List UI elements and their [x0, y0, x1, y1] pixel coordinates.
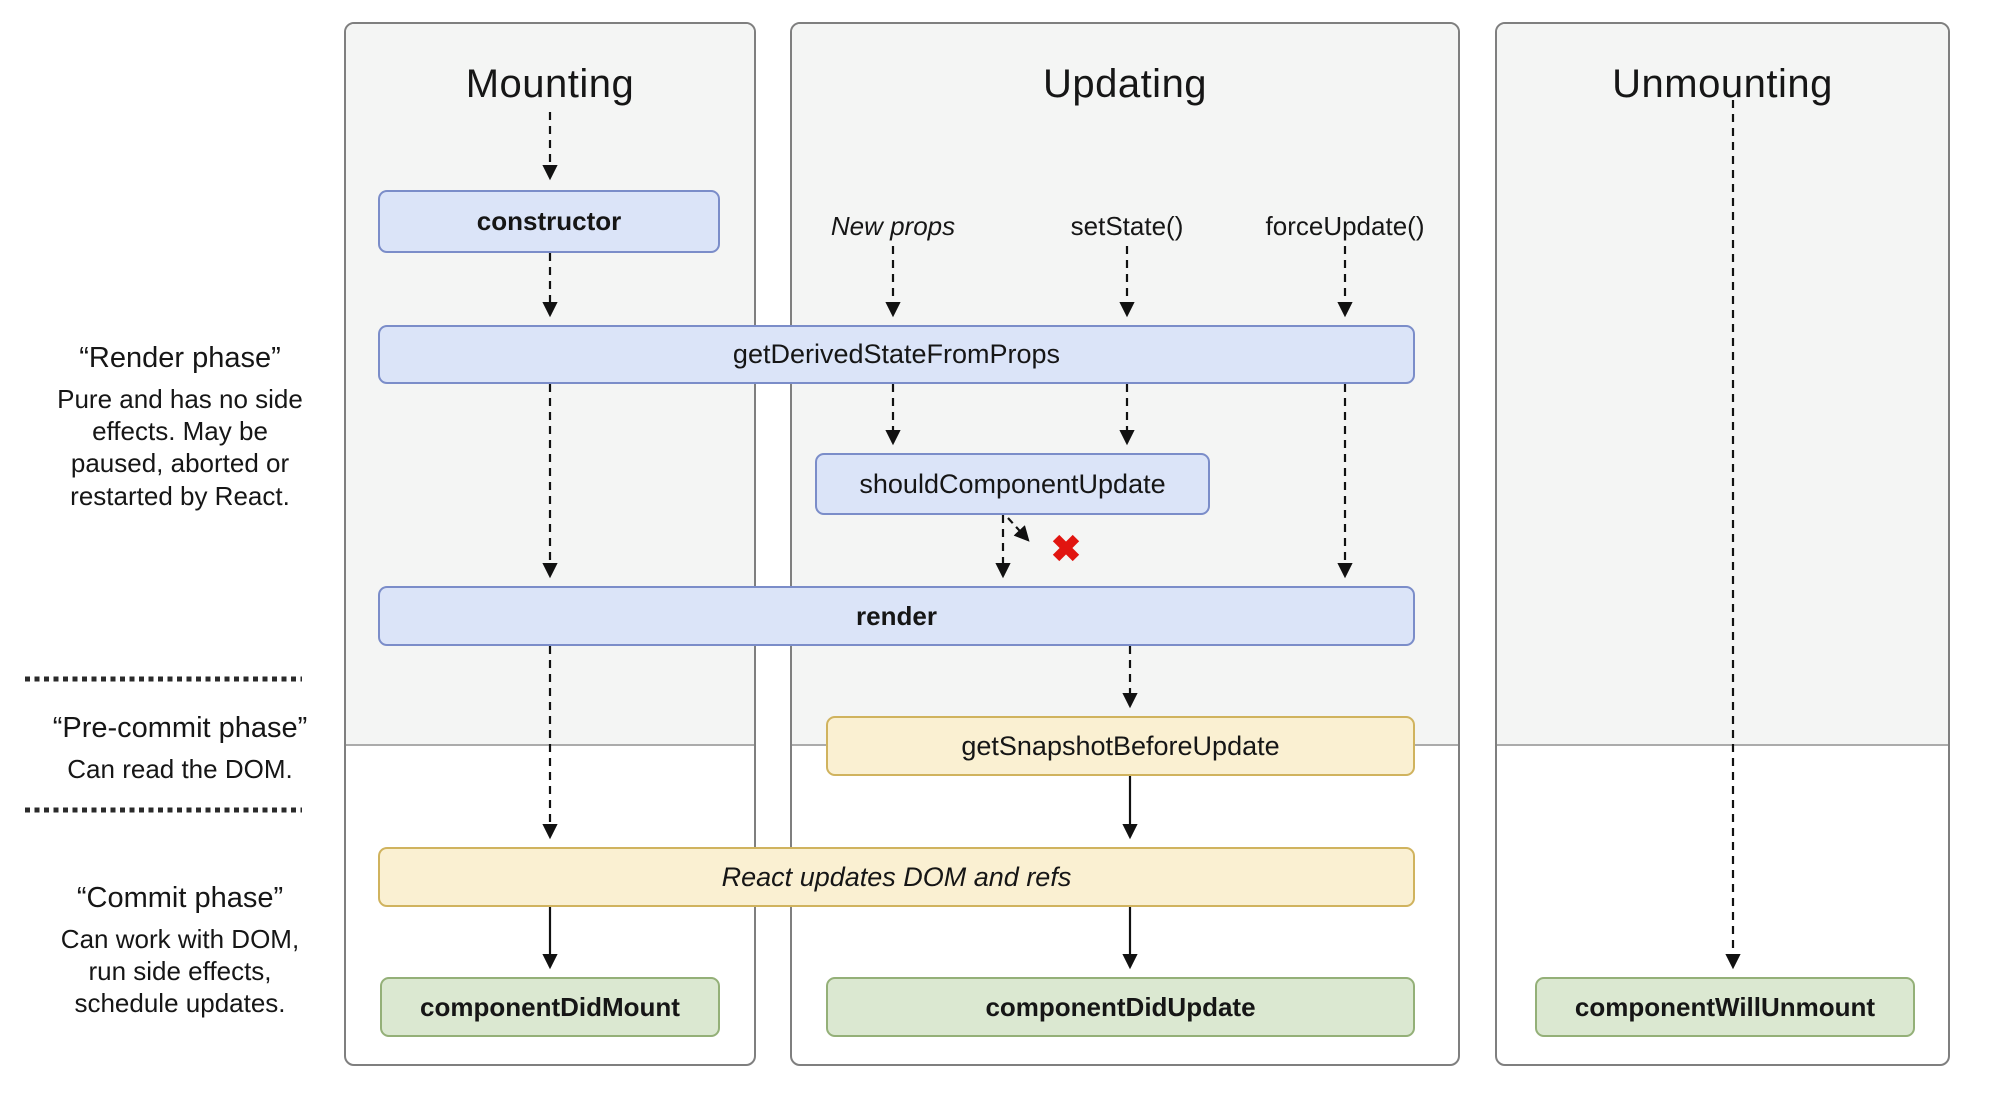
render-phase-shade-unmounting [1497, 24, 1948, 746]
node-componentdidmount: componentDidMount [380, 977, 720, 1037]
phase-note-precommit: “Pre-commit phase” Can read the DOM. [28, 712, 332, 785]
phase-title-render: “Render phase” [79, 342, 281, 374]
phase-description-precommit: Can read the DOM. [67, 754, 293, 784]
arrow-shouldupdate-false-to-stop [1007, 517, 1030, 542]
node-componentdidupdate: componentDidUpdate [826, 977, 1415, 1037]
column-title-updating: Updating [1042, 62, 1208, 106]
phase-note-render: “Render phase” Pure and has no side effe… [28, 342, 332, 512]
node-shouldcomponentupdate: shouldComponentUpdate [815, 453, 1210, 515]
phase-description-render: Pure and has no side effects. May be pau… [57, 384, 303, 511]
node-getsnapshotbeforeupdate: getSnapshotBeforeUpdate [826, 716, 1415, 776]
phase-title-commit: “Commit phase” [76, 882, 284, 914]
node-getderivedstatefromprops: getDerivedStateFromProps [378, 325, 1415, 384]
trigger-forceupdate: forceUpdate() [1265, 211, 1425, 241]
node-componentwillunmount: componentWillUnmount [1535, 977, 1915, 1037]
phase-note-commit: “Commit phase” Can work with DOM, run si… [28, 882, 332, 1020]
stop-update-x-icon: ✖ [1050, 528, 1082, 570]
phase-title-precommit: “Pre-commit phase” [52, 712, 308, 744]
column-title-mounting: Mounting [465, 62, 635, 106]
node-render: render [378, 586, 1415, 646]
trigger-new-props: New props [830, 211, 956, 241]
panel-unmounting: Unmounting [1495, 22, 1950, 1066]
node-react-updates-dom: React updates DOM and refs [378, 847, 1415, 907]
column-title-unmounting: Unmounting [1612, 62, 1833, 106]
trigger-setstate: setState() [1070, 211, 1184, 241]
phase-description-commit: Can work with DOM, run side effects, sch… [60, 924, 300, 1019]
node-constructor: constructor [378, 190, 720, 253]
